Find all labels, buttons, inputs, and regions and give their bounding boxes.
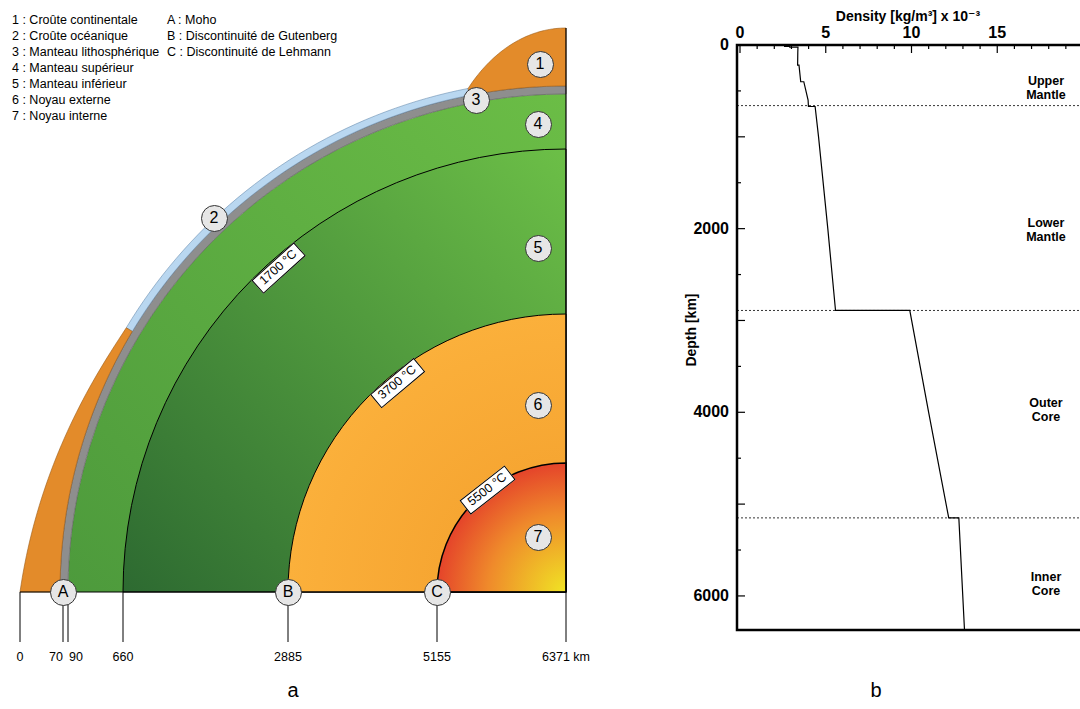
legend-line: C : Discontinuité de Lehmann <box>167 45 331 59</box>
region-label: Upper Mantle <box>1018 74 1074 103</box>
callout-circle: C <box>424 579 451 606</box>
callout-circle: 5 <box>525 235 552 262</box>
callout-circle: B <box>275 579 302 606</box>
callout-circle: A <box>50 579 77 606</box>
node-text: B <box>283 583 294 601</box>
callout-circle: 7 <box>525 524 552 551</box>
callout-circle: 4 <box>525 111 552 138</box>
node-text: 7 <box>534 528 543 546</box>
tick-label: 5 <box>821 24 830 42</box>
tick-label: 0 <box>720 36 729 54</box>
node-text: 1700 °C <box>258 248 301 289</box>
temperature-box: 3700 °C <box>370 358 425 408</box>
tick-label: 2000 <box>693 219 729 237</box>
node-text: 2 <box>210 209 219 227</box>
callout-circle: 2 <box>201 205 228 232</box>
tick-label: 4000 <box>693 403 729 421</box>
temperature-box: 1700 °C <box>252 242 306 294</box>
density-chart <box>737 45 1080 630</box>
axis-title: Depth [km] <box>682 293 698 366</box>
depth-tick <box>566 592 567 642</box>
tick-label: 0 <box>736 24 745 42</box>
node-text: 3 <box>472 91 481 109</box>
node-text: 4 <box>534 115 543 133</box>
legend-line: 5 : Manteau inférieur <box>12 77 127 91</box>
panel-letter: b <box>870 679 881 702</box>
legend-line: 4 : Manteau supérieur <box>12 61 134 75</box>
callout-circle: 6 <box>525 392 552 419</box>
node-text: 5500 °C <box>466 471 510 510</box>
region-label: Lower Mantle <box>1018 216 1074 245</box>
tick-label: 15 <box>988 24 1006 42</box>
tick-label: 6000 <box>693 587 729 605</box>
temperature-box: 5500 °C <box>460 465 516 514</box>
depth-value: 660 <box>113 650 134 664</box>
density-curve <box>757 45 964 630</box>
legend-line: 7 : Noyau interne <box>12 109 107 123</box>
depth-value: 0 <box>17 650 24 664</box>
callout-circle: 1 <box>527 51 554 78</box>
node-text: 1 <box>536 55 545 73</box>
depth-tick <box>20 592 21 642</box>
node-text: 6 <box>534 396 543 414</box>
legend-line: 2 : Croûte océanique <box>12 29 128 43</box>
legend-line: 1 : Croûte continentale <box>12 13 138 27</box>
depth-value: 70 <box>49 650 63 664</box>
legend-line: 6 : Noyau externe <box>12 93 111 107</box>
callout-circle: 3 <box>463 87 490 114</box>
depth-value: 5155 <box>423 650 451 664</box>
node-text: 5 <box>534 239 543 257</box>
node-text: 3700 °C <box>376 363 420 403</box>
tick-label: 10 <box>903 24 921 42</box>
legend-line: A : Moho <box>167 13 216 27</box>
node-text: C <box>431 583 443 601</box>
region-label: Inner Core <box>1018 570 1074 599</box>
axis-title: Density [kg/m³] x 10⁻³ <box>836 8 980 24</box>
depth-value: 90 <box>69 650 83 664</box>
region-label: Outer Core <box>1018 396 1074 425</box>
depth-tick <box>123 592 124 642</box>
node-text: A <box>58 583 69 601</box>
legend-line: B : Discontinuité de Gutenberg <box>167 29 337 43</box>
panel-letter: a <box>287 679 298 702</box>
depth-value: 6371 km <box>542 650 590 664</box>
depth-value: 2885 <box>274 650 302 664</box>
legend-line: 3 : Manteau lithosphérique <box>12 45 159 59</box>
